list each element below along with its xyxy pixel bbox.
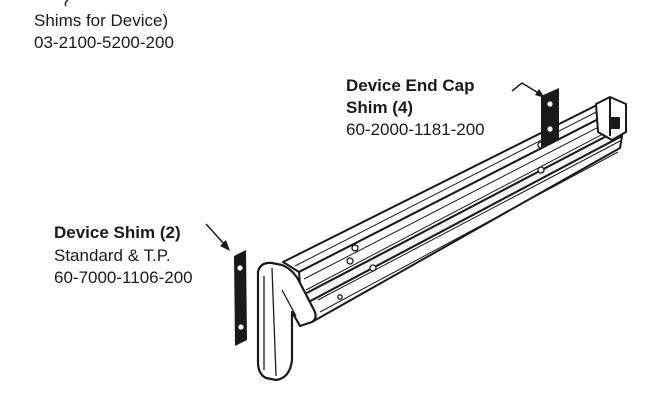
device-shim-part-number: 60-7000-1106-200 — [54, 268, 193, 287]
end-cap-shim-qty: Shim (4) — [346, 98, 414, 117]
device-shim-subtitle: Standard & T.P. — [54, 246, 171, 265]
device-shim-leader-arrow — [205, 223, 227, 247]
end-cap-arrowhead — [535, 89, 545, 98]
device-shim-title: Device Shim (2) — [54, 223, 181, 242]
end-cap-shim-title: Device End Cap — [346, 76, 475, 95]
end-cap — [595, 96, 627, 141]
end-cap-leader-arrow — [511, 82, 541, 95]
kit-title-line: Shims for Device) — [34, 11, 169, 30]
cropped-paren-glyph — [64, 0, 69, 7]
end-cap-shim-plate — [541, 88, 559, 148]
rail-edge-lines — [294, 103, 623, 313]
device-end-housing — [256, 261, 317, 382]
kit-part-number: 03-2100-5200-200 — [34, 33, 174, 52]
device-shim-plate — [234, 250, 247, 346]
device-shim-arrowhead — [220, 240, 230, 251]
end-cap-shim-part-number: 60-2000-1181-200 — [346, 120, 485, 139]
